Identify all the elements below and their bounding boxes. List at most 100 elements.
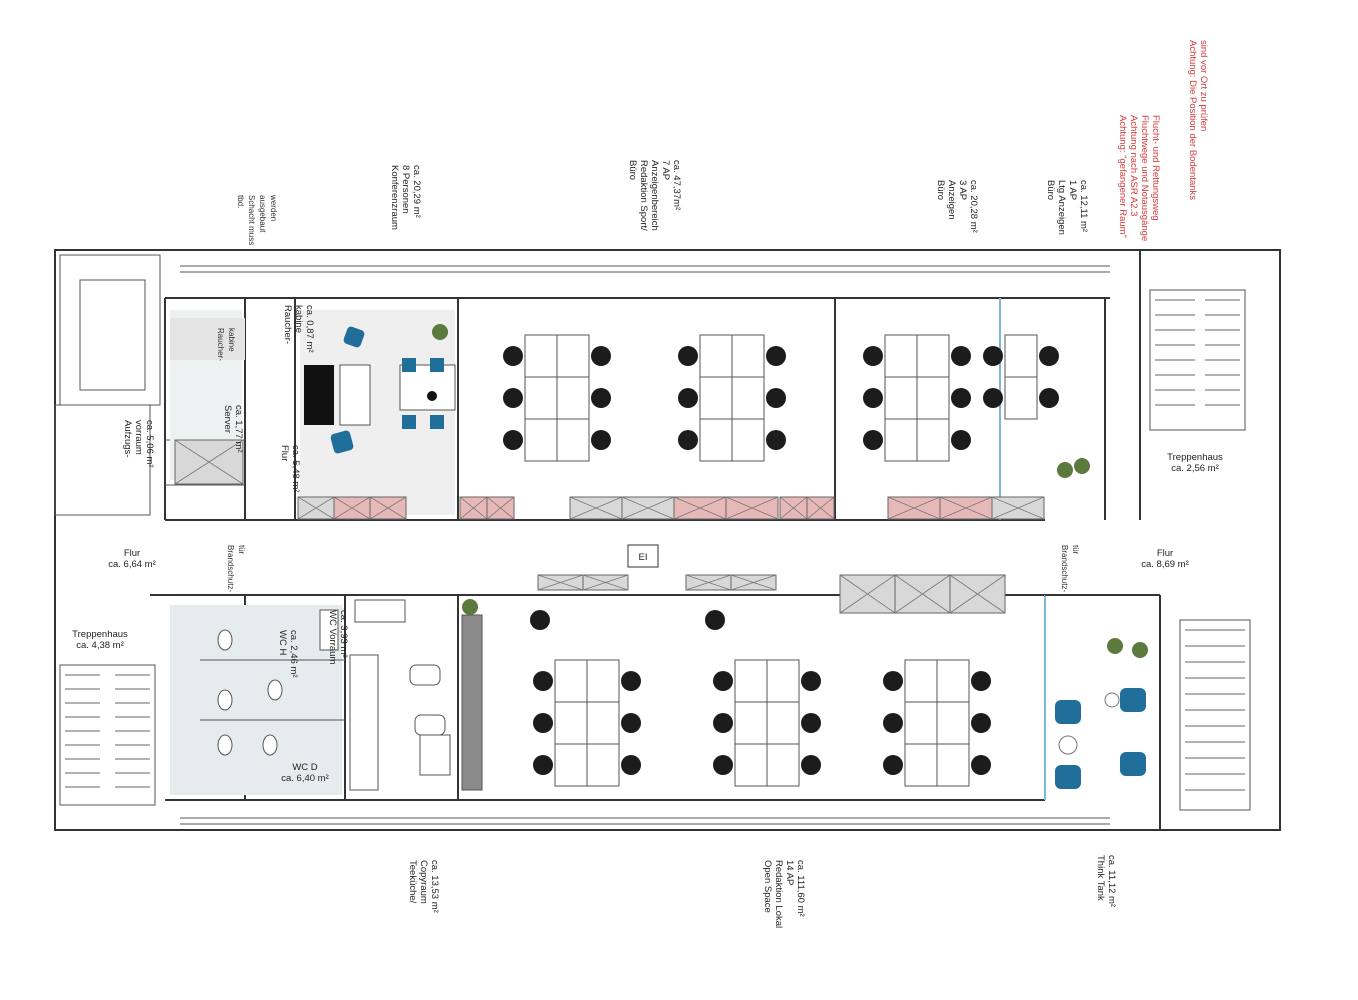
note-top-left-line: Schacht muss — [247, 195, 256, 245]
label-flur-right-line: Flur — [1157, 548, 1173, 559]
office-chair — [883, 713, 903, 733]
label-treppenhaus-left-line: Treppenhaus — [72, 629, 128, 640]
office-chair — [533, 755, 553, 775]
desk — [554, 659, 588, 703]
desk — [586, 743, 620, 787]
desk — [916, 334, 950, 378]
office-chair — [533, 671, 553, 691]
note-red-floor-tanks-line: Achtung: Die Position der Bodentanks — [1187, 40, 1198, 200]
office-chair — [705, 610, 725, 630]
label-wc-h-line: ca. 2,46 m² — [288, 630, 299, 678]
label-anzeigen-line: ca. 20,28 m² — [968, 180, 979, 233]
label-aufzugsvorraum-line: Aufzugs- — [122, 420, 133, 458]
label-wc-d: WC Dca. 6,40 m² — [281, 762, 329, 784]
label-konferenzraum-line: 8 Personen — [400, 165, 411, 214]
office-chair — [951, 430, 971, 450]
note-red-escape: Achtung: "gefangener Raum"Achtung nach A… — [1117, 115, 1161, 241]
office-chair — [621, 671, 641, 691]
label-open-space-line: 14 AP — [784, 860, 795, 885]
desk — [586, 701, 620, 745]
label-redaktion-line: Redaktion Sport/ — [638, 160, 649, 231]
wc-partitions — [200, 609, 345, 756]
label-ltg-anzeigen-line: Büro — [1045, 180, 1056, 200]
label-ltg-anzeigen-line: ca. 12,11 m² — [1078, 180, 1089, 232]
wc-floor — [170, 605, 342, 795]
desk — [554, 701, 588, 745]
desk — [556, 334, 590, 378]
office-chair — [863, 388, 883, 408]
label-ltg-anzeigen-line: Ltg Anzeigen — [1056, 180, 1067, 235]
raucherkabine-floor — [170, 318, 245, 360]
office-chair — [591, 430, 611, 450]
label-server-line: Server — [222, 405, 233, 433]
desk — [524, 334, 558, 378]
office-chair — [713, 713, 733, 733]
desk — [904, 659, 938, 703]
desk — [884, 418, 918, 462]
label-door-note: Brandschutz-tür — [226, 545, 246, 592]
office-chair — [863, 430, 883, 450]
label-flur-small-line: Flur — [279, 445, 290, 461]
office-chair — [591, 388, 611, 408]
center-marker-label: EI — [639, 552, 648, 563]
desk — [554, 743, 588, 787]
label-treppenhaus-left-line: ca. 4,38 m² — [76, 640, 124, 651]
label-door-note-right-line: Brandschutz- — [1060, 545, 1069, 592]
note-top-left-line: ausgebaut — [258, 195, 267, 233]
label-open-space-line: Redaktion Lokal — [773, 860, 784, 928]
office-chair — [621, 755, 641, 775]
office-chair — [530, 610, 550, 630]
desk — [556, 418, 590, 462]
office-chair — [1039, 346, 1059, 366]
office-chair — [971, 671, 991, 691]
conference-furniture — [304, 326, 456, 454]
office-chair — [678, 430, 698, 450]
desk — [524, 376, 558, 420]
label-wc-d-line: ca. 6,40 m² — [281, 773, 329, 784]
office-chair — [503, 346, 523, 366]
office-chair — [1039, 388, 1059, 408]
label-raucherkabine-inner-line: Raucher- — [216, 328, 225, 361]
office-chair — [621, 713, 641, 733]
desk — [916, 376, 950, 420]
office-chair — [766, 430, 786, 450]
office-chair — [801, 755, 821, 775]
desk — [586, 659, 620, 703]
desk — [699, 376, 733, 420]
office-chair — [713, 755, 733, 775]
note-red-escape-line: Achtung: "gefangener Raum" — [1117, 115, 1128, 238]
office-chair — [883, 755, 903, 775]
desk — [766, 743, 800, 787]
label-redaktion-line: ca. 47,37m² — [671, 160, 682, 210]
office-chair — [801, 713, 821, 733]
label-door-note-line: Brandschutz- — [226, 545, 235, 592]
label-wc-vorraum-line: ca. 3,93 m² — [338, 610, 349, 658]
building-walls — [54, 249, 1281, 831]
desk-clusters — [503, 334, 1059, 787]
label-konferenzraum-line: Konferenzraum — [389, 165, 400, 230]
office-chair — [503, 430, 523, 450]
note-top-left-line: werden — [269, 194, 278, 221]
note-red-escape-line: Achtung nach ASR A2.3 — [1128, 115, 1139, 216]
desk — [524, 418, 558, 462]
label-teekueche-line: ca. 13,53 m² — [429, 860, 440, 913]
desk — [734, 743, 768, 787]
office-chair — [591, 346, 611, 366]
label-anzeigen-line: Anzeigen — [946, 180, 957, 220]
desk — [904, 743, 938, 787]
stairs-left — [65, 674, 150, 788]
desk — [884, 334, 918, 378]
desk — [556, 376, 590, 420]
office-chair — [951, 388, 971, 408]
